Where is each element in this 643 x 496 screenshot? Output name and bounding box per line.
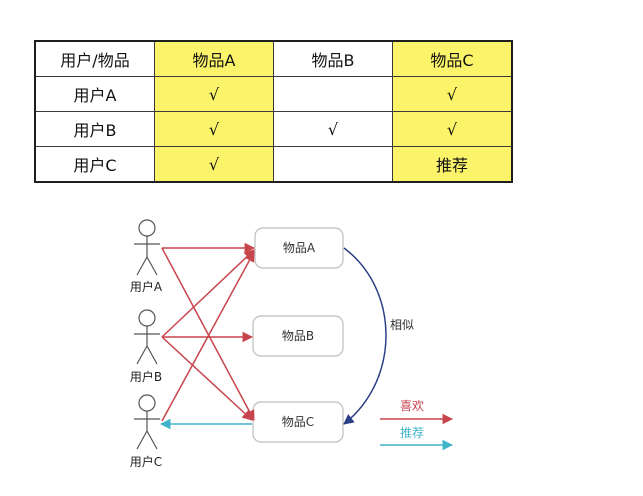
item-c-label: 物品C xyxy=(282,415,314,429)
similarity-arc xyxy=(343,247,387,425)
cell-user-a-item-a: √ xyxy=(154,76,274,112)
user-a-figure-icon xyxy=(134,219,160,276)
row-label-user-b: 用户B xyxy=(34,111,155,147)
legend-recommend-label: 推荐 xyxy=(400,426,424,440)
cell-user-b-item-b: √ xyxy=(273,111,393,147)
user-a-label: 用户A xyxy=(130,279,163,294)
like-edges xyxy=(161,242,256,422)
header-cell-item-c: 物品C xyxy=(392,40,513,77)
item-c-node: 物品C xyxy=(252,401,344,443)
user-c-label: 用户C xyxy=(130,454,162,469)
item-b-node: 物品B xyxy=(252,315,344,357)
similarity-label: 相似 xyxy=(390,318,414,332)
cell-user-c-item-c: 推荐 xyxy=(392,146,513,183)
cell-user-b-item-c: √ xyxy=(392,111,513,147)
user-b-figure-icon xyxy=(134,309,160,365)
user-b-label: 用户B xyxy=(130,369,162,384)
user-c-figure-icon xyxy=(134,394,160,450)
cell-user-c-item-b xyxy=(273,146,393,183)
table-row: 用户B √ √ √ xyxy=(34,111,513,147)
edge-user-a-item-c xyxy=(161,247,255,421)
edge-user-b-item-c xyxy=(161,336,253,421)
item-a-label: 物品A xyxy=(283,241,316,255)
edge-user-c-item-a xyxy=(161,251,255,422)
cell-user-b-item-a: √ xyxy=(154,111,274,147)
row-label-user-a: 用户A xyxy=(34,76,155,112)
header-cell-item-b: 物品B xyxy=(273,40,393,77)
cell-user-a-item-c: √ xyxy=(392,76,513,112)
user-item-matrix: 用户/物品 物品A 物品B 物品C 用户A √ √ 用户B √ √ √ 用户C … xyxy=(34,40,513,183)
item-b-label: 物品B xyxy=(282,329,314,343)
cell-user-c-item-a: √ xyxy=(154,146,274,183)
item-a-node: 物品A xyxy=(254,227,344,269)
legend: 喜欢 推荐 xyxy=(380,398,454,451)
table-row: 用户A √ √ xyxy=(34,76,513,112)
legend-like-label: 喜欢 xyxy=(400,398,424,413)
edge-user-b-item-a xyxy=(161,249,255,338)
table-row: 用户C √ 推荐 xyxy=(34,146,513,183)
